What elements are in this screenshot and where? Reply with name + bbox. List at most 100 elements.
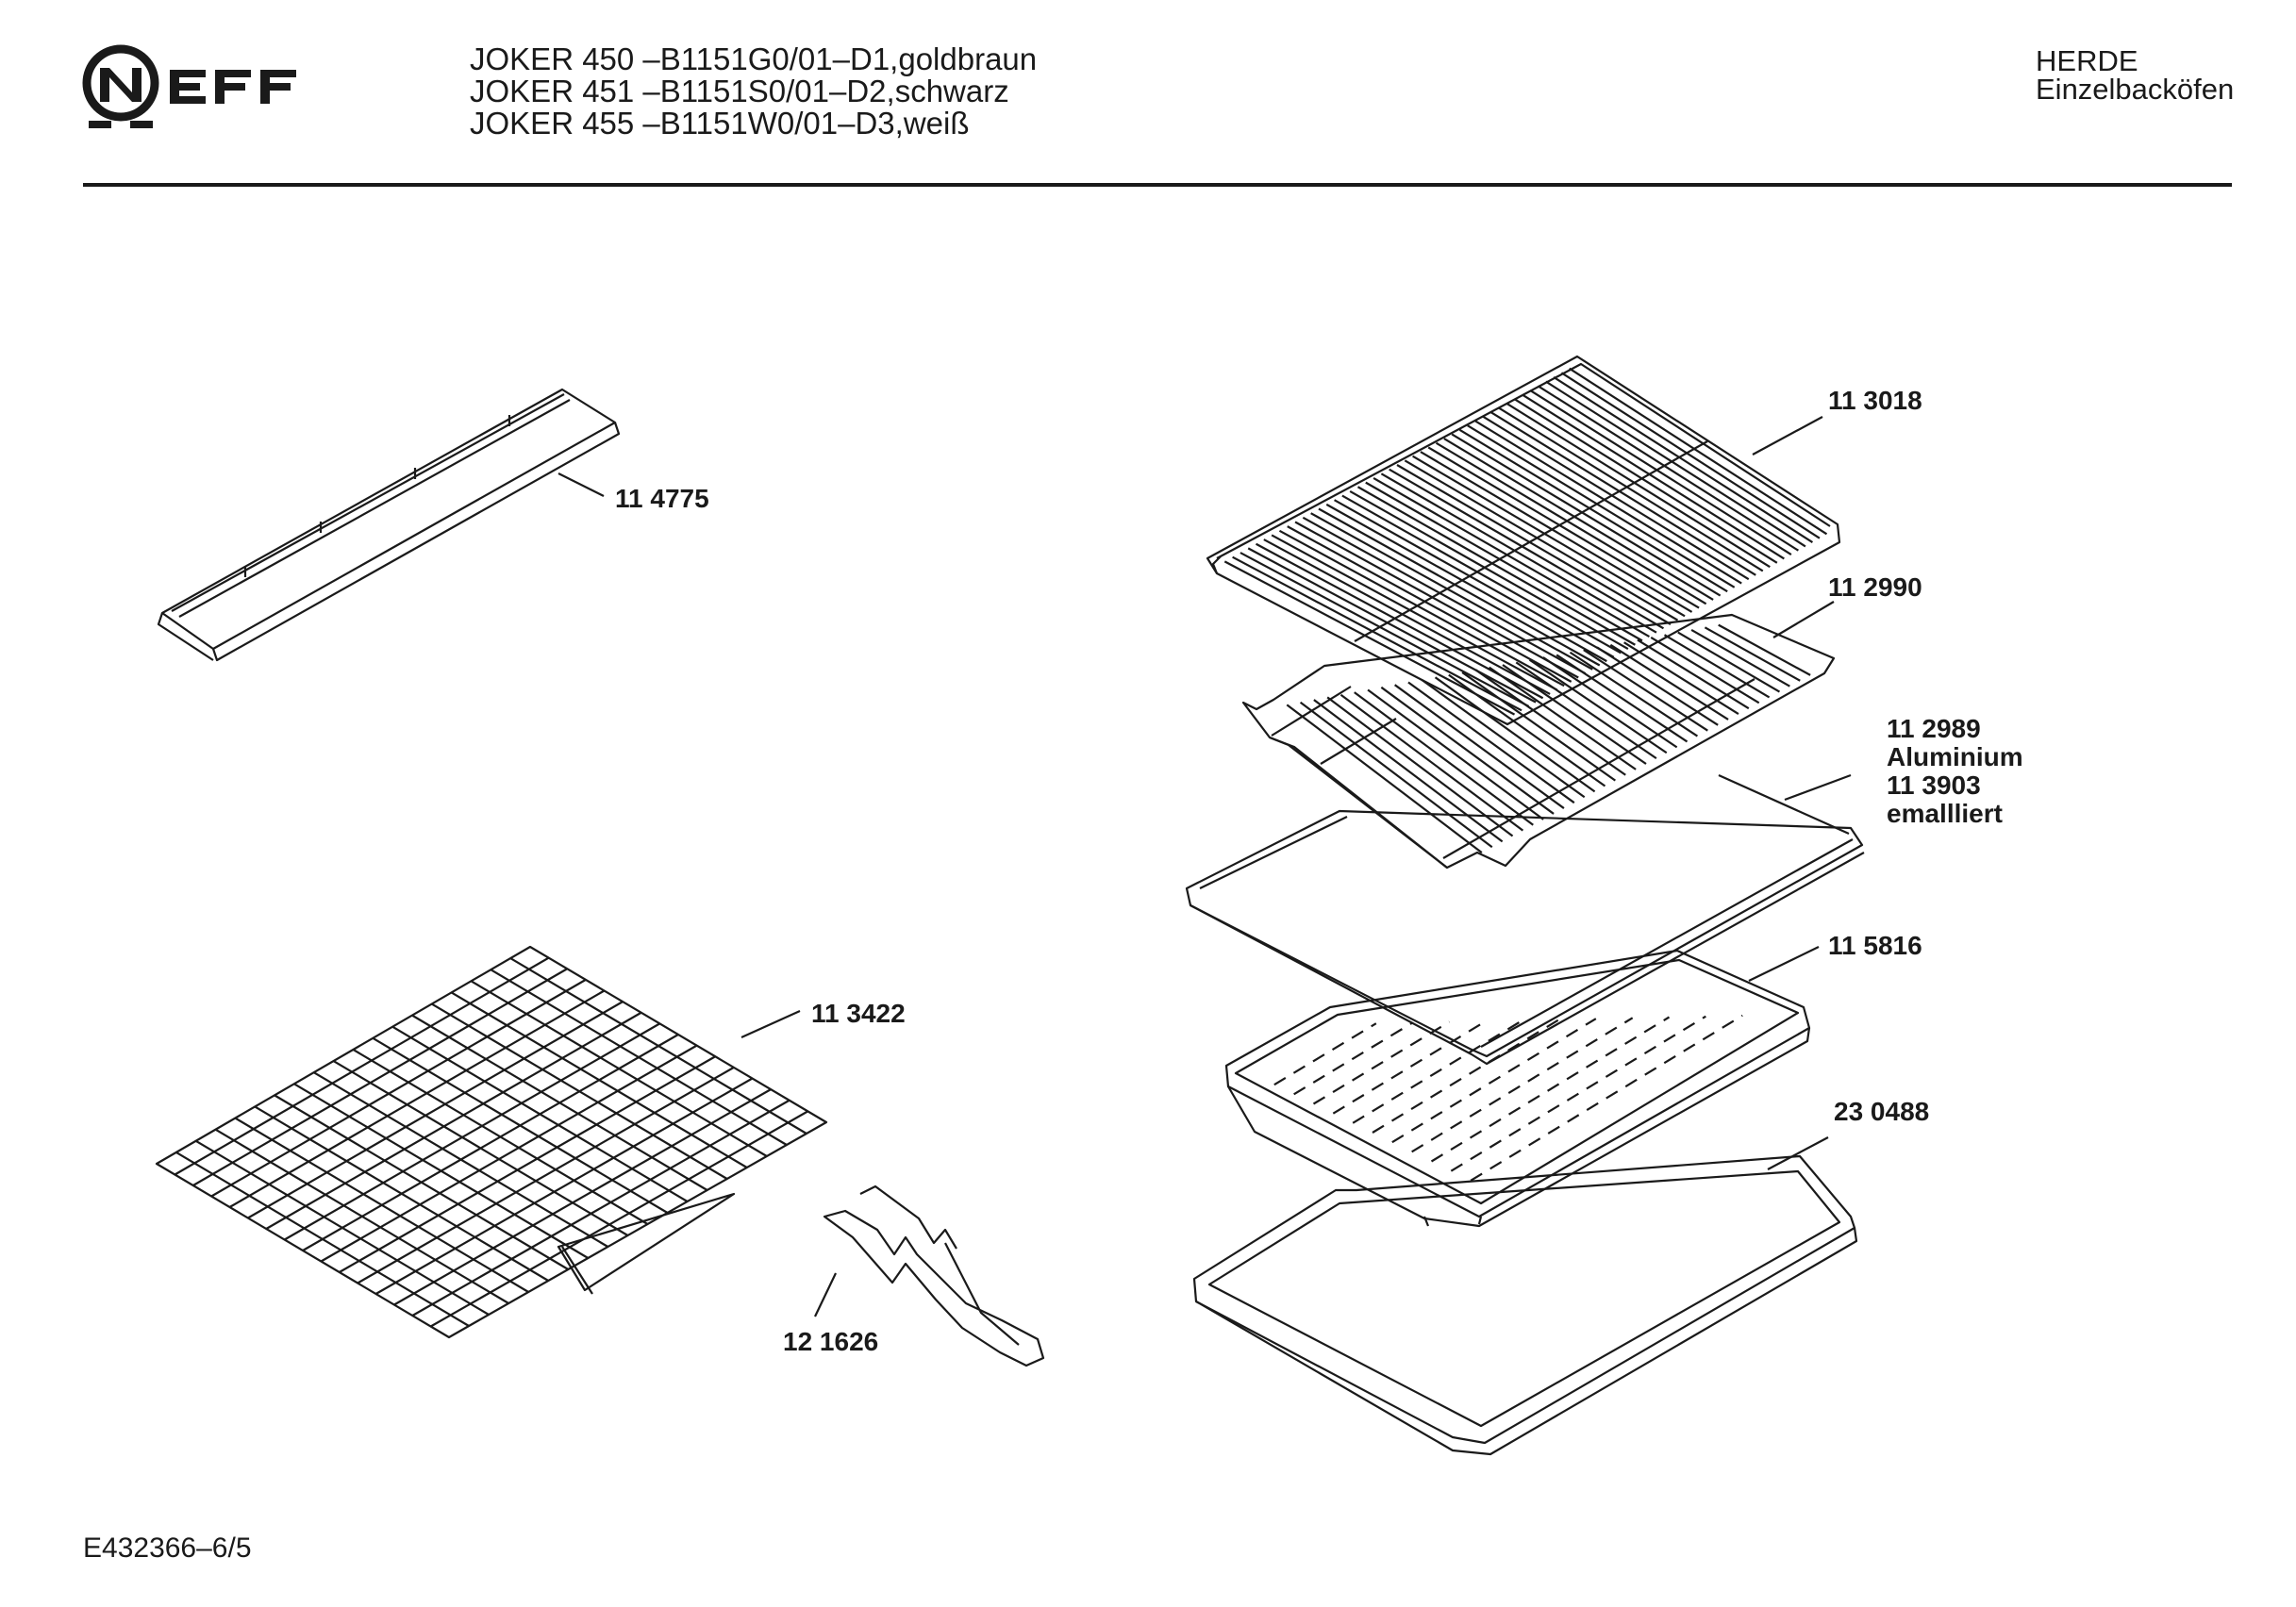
part-puller-121626 xyxy=(824,1186,1043,1366)
drawing-code: E432366–6/5 xyxy=(83,1532,252,1564)
shelf-bar xyxy=(1503,665,1646,764)
grid-wire xyxy=(376,1079,753,1295)
leader-line xyxy=(741,1011,800,1037)
shelf-bar xyxy=(1638,640,1749,709)
shelf-bar xyxy=(1437,443,1706,605)
shelf-bar xyxy=(1444,439,1713,600)
shelf-bar xyxy=(1233,557,1522,711)
pan-slot xyxy=(1294,1022,1413,1094)
model-line: JOKER 451 –B1151S0/01–D2,schwarz xyxy=(470,74,1009,108)
part-label-112990: 11 2990 xyxy=(1828,572,1922,602)
shelf-bar xyxy=(1489,668,1636,770)
shelf-bar xyxy=(1335,500,1614,657)
shelf-bar xyxy=(1516,662,1656,758)
part-number: 11 2989 xyxy=(1887,714,1981,743)
shelf-bar xyxy=(1570,369,1827,535)
header-rule xyxy=(83,183,2232,187)
subcategory-title: Einzelbacköfen xyxy=(2036,73,2235,106)
leader-line xyxy=(1753,417,1822,455)
shelf-bar xyxy=(1651,638,1758,703)
leader-line xyxy=(1749,947,1819,981)
part-grid-113422 xyxy=(157,947,826,1337)
shelf-bar xyxy=(1248,548,1536,702)
shelf-bar xyxy=(1475,670,1625,774)
shelf-bar xyxy=(1368,689,1543,819)
shelf-bar xyxy=(1543,657,1677,747)
grid-wire xyxy=(394,1089,771,1304)
grid-wire xyxy=(248,1002,623,1218)
shelf-bar xyxy=(1366,483,1642,641)
grid-wire xyxy=(412,1101,790,1316)
shelf-bar xyxy=(1272,535,1557,689)
shelf-bar xyxy=(1584,650,1708,731)
shelf-bar xyxy=(1389,470,1664,629)
shelf-bar xyxy=(1342,496,1621,654)
pan-slots-115816 xyxy=(1274,1016,1742,1181)
grid-wire xyxy=(358,1068,734,1284)
shelf-bar xyxy=(1311,513,1593,670)
leader-line xyxy=(815,1273,836,1317)
grid-lines-113422 xyxy=(175,958,807,1327)
shelf-bar xyxy=(1499,408,1763,572)
shelf-bar xyxy=(1522,395,1784,559)
shelf-bar xyxy=(1719,625,1810,675)
shelf-bars-113018 xyxy=(1224,369,1826,715)
grid-wire xyxy=(211,980,586,1197)
grid-wire xyxy=(431,1111,808,1326)
shelf-bar xyxy=(1287,704,1482,853)
part-label-230488: 23 0488 xyxy=(1834,1097,1930,1126)
part-pan-115816 xyxy=(1226,951,1809,1226)
shelf-bar xyxy=(1350,491,1628,649)
shelf-bar xyxy=(1327,697,1512,836)
grid-wire xyxy=(340,1056,716,1272)
shelf-bar xyxy=(1570,653,1697,737)
shelf-bar xyxy=(1421,452,1692,612)
shelf-bar xyxy=(1326,505,1606,661)
grid-wire xyxy=(285,1023,660,1239)
shelf-bar xyxy=(1240,553,1529,706)
part-label-121626: 12 1626 xyxy=(783,1327,879,1356)
shelf-bar xyxy=(1301,703,1492,848)
pan-slot xyxy=(1412,1018,1633,1151)
shelf-bar xyxy=(1224,561,1514,714)
part-label-112989: 11 2989 Aluminium 11 3903 emallliert xyxy=(1887,715,2023,828)
shelf-bar xyxy=(1530,660,1667,754)
shelf-bar xyxy=(1381,473,1656,632)
part-number: 11 3903 xyxy=(1887,770,1981,800)
shelf-bar xyxy=(1303,518,1585,673)
pan-slot xyxy=(1353,1020,1522,1123)
shelf-bar xyxy=(1462,672,1615,781)
shelf-bar xyxy=(1295,522,1578,677)
shelf-bar xyxy=(1413,456,1685,617)
shelf-bar xyxy=(1355,692,1534,825)
shelf-bar xyxy=(1515,399,1777,563)
part-label-115816: 11 5816 xyxy=(1828,931,1922,960)
shelf-bar xyxy=(1449,675,1606,787)
shelf-bar xyxy=(1561,373,1820,538)
shelf-bar xyxy=(1436,677,1595,791)
shelf-bar xyxy=(1340,695,1522,831)
shelf-bar xyxy=(1452,434,1721,595)
pan-slot xyxy=(1471,1016,1742,1181)
grid-wire xyxy=(303,1035,678,1251)
grid-wire xyxy=(193,969,568,1185)
shelf-bar xyxy=(1554,377,1812,542)
pan-slot xyxy=(1274,1023,1376,1085)
shelf-bar xyxy=(1678,633,1780,692)
shelf-bar xyxy=(1314,700,1503,841)
pan-slot xyxy=(1333,1021,1486,1114)
grid-wire xyxy=(175,958,548,1175)
part-label-113018: 11 3018 xyxy=(1828,386,1922,415)
shelf-bar xyxy=(1468,425,1735,588)
pan-slot xyxy=(1314,1022,1450,1104)
shelf-bar xyxy=(1483,417,1748,579)
shelf-bar xyxy=(1279,531,1564,686)
model-line: JOKER 455 –B1151W0/01–D3,weiß xyxy=(470,106,970,141)
leader-line xyxy=(1773,602,1834,638)
part-note: emallliert xyxy=(1887,799,2003,828)
shelf-bar xyxy=(1459,430,1727,591)
shelf-bar xyxy=(1381,688,1554,814)
part-note: Aluminium xyxy=(1887,742,2023,771)
shelf-bar xyxy=(1610,645,1728,720)
